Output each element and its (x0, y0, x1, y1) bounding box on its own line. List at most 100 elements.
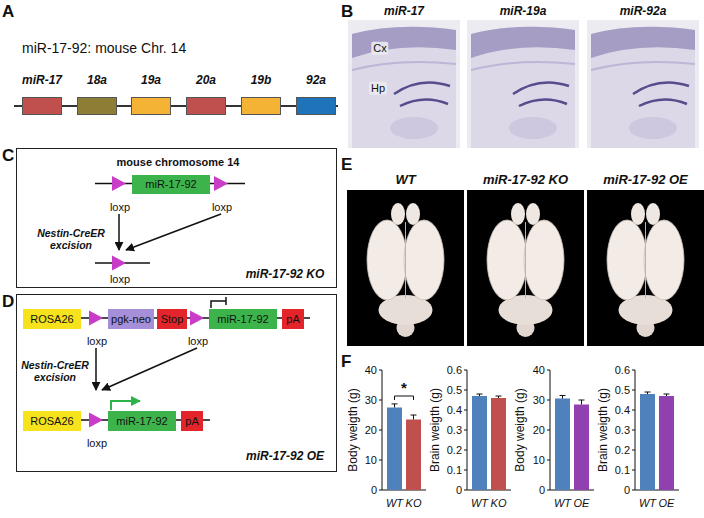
gene-name: miR-17-92 (217, 313, 268, 326)
bar-chart (632, 370, 635, 490)
tick-label: 0.3 (615, 424, 630, 437)
site-label: loxp (87, 335, 107, 348)
gene-name: pA (286, 313, 299, 326)
oe-construct (225, 297, 227, 305)
probe-label: miR-17 (384, 5, 424, 19)
ish-images (587, 20, 699, 148)
cluster-locus (14, 105, 338, 107)
chromosome-label: mouse chromosome 14 (117, 156, 240, 169)
mirna-box: miR-17 (21, 74, 63, 115)
gene-name: Stop (161, 313, 184, 326)
bar-chart (659, 396, 674, 490)
tick-label: 40 (533, 364, 545, 377)
mirna-name: 20a (196, 74, 216, 88)
gene-name: miR-17-92 (145, 178, 196, 191)
bar-chart (491, 398, 506, 490)
category-label: OE (659, 497, 675, 510)
site-label: loxp (212, 201, 232, 214)
category-label: KO (406, 497, 422, 510)
region-label: Hp (369, 82, 387, 95)
panel-letter: D (2, 292, 14, 312)
oe-construct (190, 311, 204, 326)
site-label: loxp (110, 201, 130, 214)
mirna-name: miR-17 (22, 74, 62, 88)
site-label: loxp (110, 273, 130, 286)
gene-box: ROSA26 (23, 411, 81, 431)
gene-name: pA (185, 415, 198, 428)
mirna-name: 92a (306, 74, 326, 88)
tick-label: 0.6 (447, 364, 462, 377)
bar-chart (640, 394, 655, 490)
region-label: Cx (371, 42, 388, 55)
bar-chart (635, 370, 679, 490)
bar-chart (464, 370, 467, 490)
tick-label: 30 (533, 394, 545, 407)
ish-images (348, 20, 460, 148)
tick-label: 0.4 (447, 404, 462, 417)
tick-label: 0.1 (615, 464, 630, 477)
tick-label: 0 (539, 484, 545, 497)
bar-chart (560, 396, 585, 405)
tick-label: 0 (371, 484, 377, 497)
bar-chart (467, 370, 511, 490)
category-label: WT (554, 497, 571, 510)
axis-title: Body weigth (g) (347, 388, 361, 471)
mirna-box: 20a (186, 74, 226, 115)
mirna-box: 19b (241, 74, 281, 115)
probe-label: miR-19a (500, 5, 547, 19)
gene-box: miR-17-92 (209, 309, 277, 329)
tick-label: 0.1 (447, 464, 462, 477)
oe-construct (80, 297, 310, 428)
ish-images (467, 20, 579, 148)
bar-chart (550, 370, 594, 490)
mirna-bar (22, 97, 62, 115)
tick-label: 30 (365, 394, 377, 407)
mirna-name: 19b (251, 74, 272, 88)
category-label: OE (574, 497, 590, 510)
oe-construct (102, 348, 197, 390)
gene-box: Stop (157, 309, 187, 329)
mirna-box: 18a (77, 74, 117, 115)
bar-chart (547, 370, 594, 490)
panel-frame: loxploxpNestin-CreER excisionloxpmiR-17-… (16, 294, 337, 472)
brain-photos (347, 190, 704, 346)
brain-photos (467, 190, 584, 346)
mirna-bar (131, 97, 171, 115)
oe-construct (89, 311, 103, 326)
tick-label: 20 (365, 424, 377, 437)
tick-label: 0 (624, 484, 630, 497)
bar-chart (555, 399, 570, 491)
panel-letter: F (341, 352, 351, 372)
allele-label: miR-17-92 OE (246, 450, 324, 464)
category-label: WT (639, 497, 656, 510)
gene-box: pA (181, 411, 203, 431)
panel-letter: E (341, 155, 352, 175)
recombinase-label: Nestin-CreER excision (11, 359, 99, 383)
bar-chart (464, 370, 511, 490)
bar-chart (547, 370, 550, 490)
tick-label: 0.2 (447, 444, 462, 457)
mirna-bar (241, 97, 281, 115)
bar-chart (574, 405, 589, 491)
ko-construct (118, 214, 120, 250)
mirna-bar (77, 97, 117, 115)
significance-mark: * (401, 379, 407, 396)
gene-box: pA (282, 309, 304, 329)
tick-label: 0.4 (615, 404, 630, 417)
tick-label: 0.3 (447, 424, 462, 437)
bar-chart (387, 408, 402, 491)
probe-label: miR-92a (620, 5, 667, 19)
ko-construct (95, 176, 245, 271)
gene-box: pgk-neo (108, 309, 154, 329)
panel-title: miR-17-92: mouse Chr. 14 (22, 40, 186, 56)
category-label: WT (386, 497, 403, 510)
axis-title: Brain weigth (g) (597, 388, 611, 472)
oe-construct (211, 301, 226, 308)
brain-photos (587, 190, 704, 346)
mirna-name: 18a (87, 74, 107, 88)
bar-chart (382, 370, 426, 490)
genotype-label: miR-17-92 OE (603, 173, 688, 188)
tick-label: 10 (365, 454, 377, 467)
mirna-box: 92a (296, 74, 336, 115)
